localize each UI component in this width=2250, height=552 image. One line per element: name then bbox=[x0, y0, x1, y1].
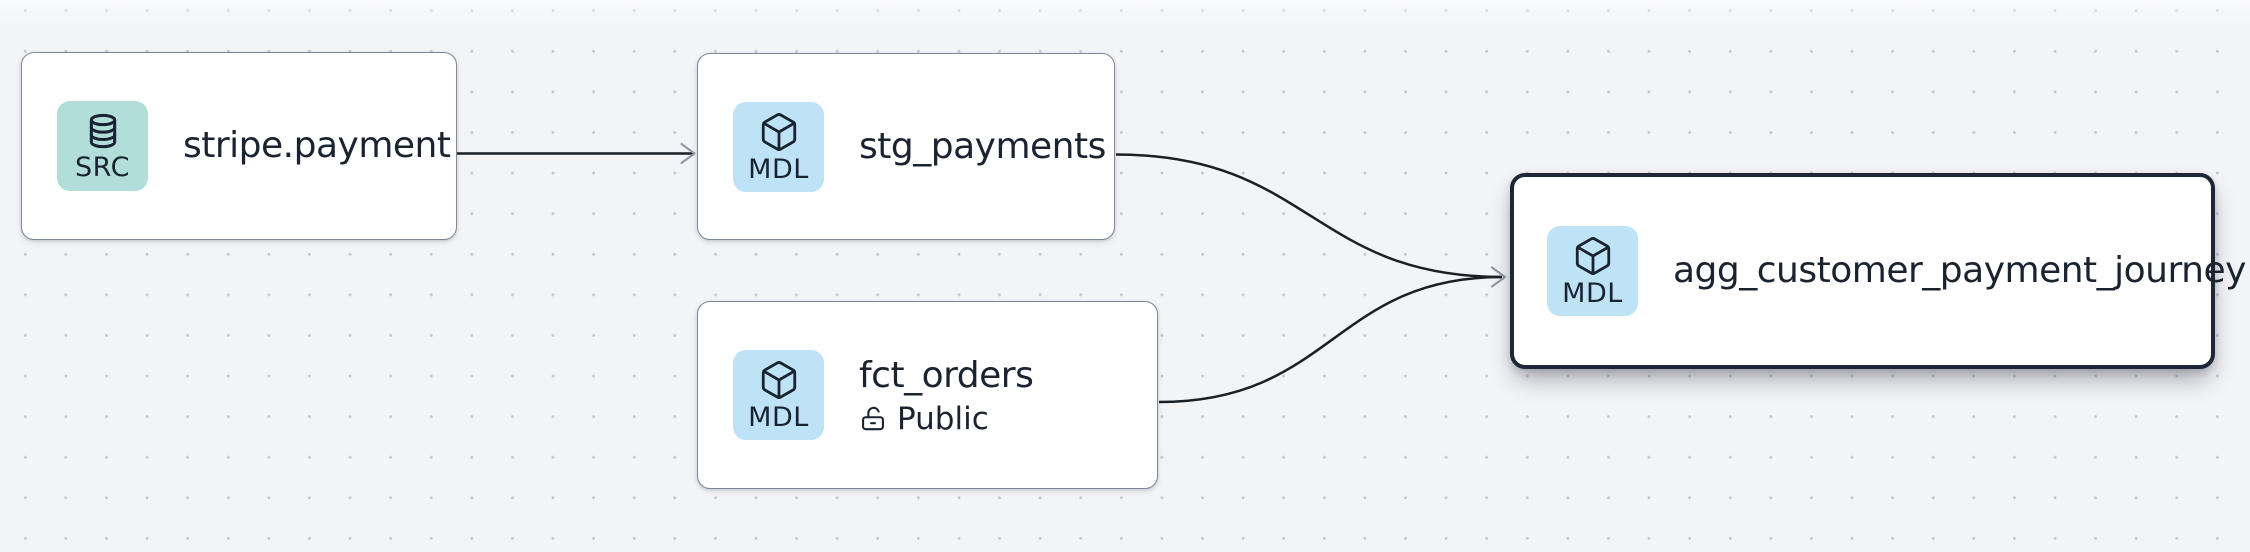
badge-label: MDL bbox=[1562, 278, 1623, 309]
source-badge: SRC bbox=[57, 101, 148, 191]
node-agg-customer-payment-journey[interactable]: MDL agg_customer_payment_journey bbox=[1510, 173, 2246, 369]
badge-label: MDL bbox=[748, 402, 809, 433]
model-badge: MDL bbox=[1547, 226, 1638, 316]
badge-label: SRC bbox=[75, 152, 130, 183]
node-fct-orders[interactable]: MDL fct_orders Public bbox=[697, 301, 1158, 489]
model-badge: MDL bbox=[733, 101, 824, 192]
node-title: stg_payments bbox=[859, 125, 1106, 167]
arrowhead-icon bbox=[680, 142, 696, 165]
node-title: stripe.payment bbox=[183, 125, 451, 167]
edge-stg-payments-to-agg[interactable] bbox=[1115, 153, 1503, 279]
badge-label: MDL bbox=[748, 153, 809, 185]
database-icon bbox=[89, 113, 116, 149]
node-title: fct_orders bbox=[859, 355, 1034, 397]
node-stg-payments[interactable]: MDL stg_payments bbox=[697, 53, 1115, 240]
node-title: agg_customer_payment_journey bbox=[1673, 250, 2246, 292]
access-label: Public bbox=[897, 400, 989, 437]
lock-open-icon bbox=[862, 406, 884, 430]
cube-icon bbox=[761, 361, 796, 400]
edge-fct-orders-to-agg[interactable] bbox=[1158, 275, 1503, 404]
model-badge: MDL bbox=[733, 350, 824, 440]
cube-icon bbox=[761, 112, 796, 151]
access-row: Public bbox=[859, 400, 1033, 437]
arrowhead-icon bbox=[1490, 266, 1507, 288]
node-stripe-payment[interactable]: SRC stripe.payment bbox=[21, 52, 457, 240]
cube-icon bbox=[1575, 237, 1610, 276]
